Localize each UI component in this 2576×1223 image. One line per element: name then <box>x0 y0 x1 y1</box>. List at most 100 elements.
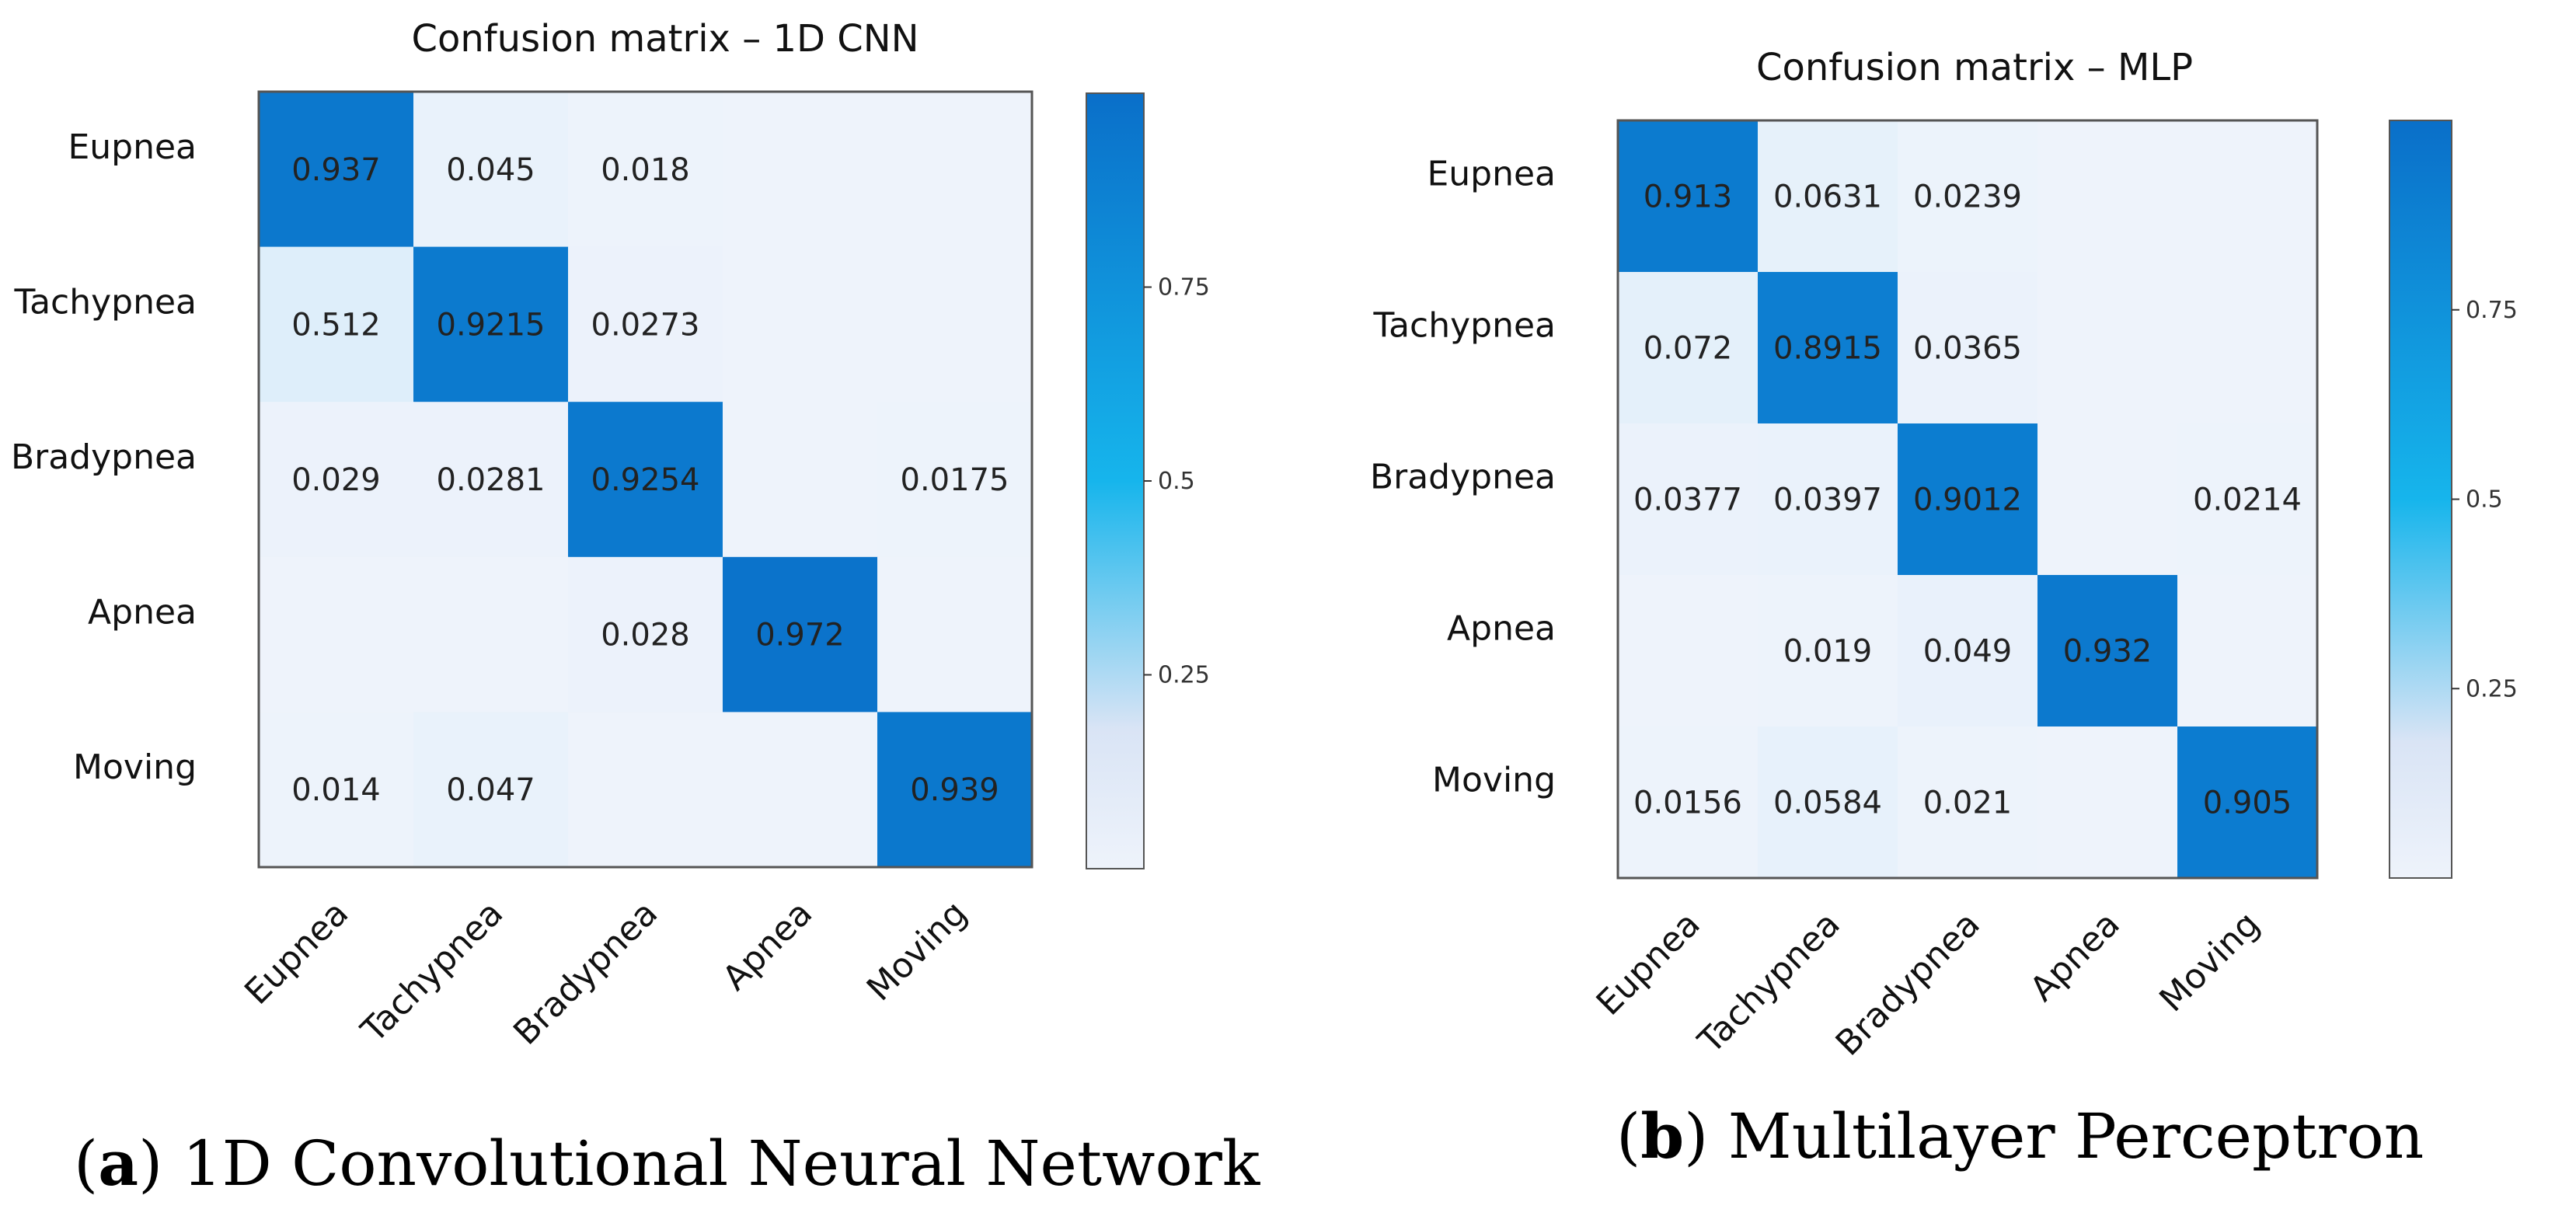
matrix-cell <box>877 402 1033 558</box>
matrix-cell <box>2177 120 2318 273</box>
matrix-cell <box>1618 575 1759 727</box>
matrix-cell <box>2037 726 2178 879</box>
column-label: Eupnea <box>237 894 356 1012</box>
column-label: Tachypnea <box>354 894 511 1051</box>
row-label: Eupnea <box>68 127 197 167</box>
matrix-cell <box>1898 726 2038 879</box>
caption-text: Multilayer Perceptron <box>1728 1100 2424 1172</box>
cell-value: 0.0365 <box>1913 331 2022 367</box>
colorbar: 0.250.50.75 <box>2389 120 2518 879</box>
matrix-cell <box>413 556 569 713</box>
cell-value: 0.018 <box>601 152 690 188</box>
chart-title: Confusion matrix – 1D CNN <box>411 17 919 61</box>
matrix-cell <box>2177 575 2318 727</box>
matrix-cell <box>1898 120 2038 273</box>
cell-value: 0.021 <box>1923 786 2013 821</box>
cell-value: 0.072 <box>1644 331 1733 367</box>
row-label: Tachypnea <box>1372 306 1556 346</box>
column-label: Apnea <box>715 894 820 998</box>
colorbar-tick-label: 0.5 <box>1158 468 1195 495</box>
matrix-cell <box>877 712 1033 868</box>
cell-value: 0.9215 <box>437 307 546 343</box>
matrix-cell <box>1618 272 1759 424</box>
row-label: Bradypnea <box>11 437 197 477</box>
matrix-cell <box>877 556 1033 713</box>
cell-value: 0.0156 <box>1633 786 1742 821</box>
chart-title: Confusion matrix – MLP <box>1756 46 2193 89</box>
cell-value: 0.0175 <box>901 462 1009 498</box>
colorbar-tick-label: 0.75 <box>1158 274 1210 301</box>
matrix-cell <box>259 402 414 558</box>
matrix-cell <box>1758 272 1898 424</box>
matrix-cell <box>568 92 723 248</box>
cell-value: 0.045 <box>446 152 535 188</box>
cell-value: 0.014 <box>291 772 381 808</box>
cell-value: 0.937 <box>291 152 381 188</box>
cell-value: 0.0397 <box>1773 483 1882 518</box>
matrix-cell <box>1758 575 1898 727</box>
colorbar-gradient <box>1086 92 1145 869</box>
cell-value: 0.047 <box>446 772 535 808</box>
matrix-cell <box>413 246 569 402</box>
matrix-cells <box>259 92 1033 868</box>
cell-value: 0.8915 <box>1773 331 1882 367</box>
panel-caption: (b) Multilayer Perceptron <box>1616 1099 2424 1172</box>
row-label: Tachypnea <box>13 282 197 322</box>
colorbar-gradient <box>2389 120 2452 879</box>
colorbar: 0.25 0.5 0.75 <box>1086 92 1210 869</box>
cell-value: 0.972 <box>755 618 845 653</box>
matrix-cell <box>723 92 878 248</box>
cell-value: 0.0377 <box>1633 483 1742 518</box>
column-label: Apnea <box>2023 904 2128 1009</box>
cell-value: 0.0214 <box>2193 483 2302 518</box>
matrix-cell <box>259 712 414 868</box>
matrix-cell <box>1898 423 2038 576</box>
matrix-cell <box>1898 575 2038 727</box>
row-label: Moving <box>73 747 197 787</box>
matrix-cell <box>2177 423 2318 576</box>
matrix-cell <box>1758 726 1898 879</box>
cell-value: 0.0239 <box>1913 179 2022 215</box>
row-label: Moving <box>1432 761 1556 800</box>
cell-value: 0.049 <box>1923 634 2013 670</box>
matrix-cells <box>1618 120 2318 879</box>
panel-a: Confusion matrix – 1D CNN 0.937 0.045 0.01… <box>11 17 1261 1200</box>
matrix-cell <box>1618 423 1759 576</box>
matrix-cell <box>2037 272 2178 424</box>
cell-value: 0.028 <box>601 618 690 653</box>
matrix-cell <box>568 712 723 868</box>
matrix-cell <box>259 92 414 248</box>
matrix-cell <box>568 246 723 402</box>
colorbar-tick-label: 0.75 <box>2466 297 2518 324</box>
matrix-cell <box>877 92 1033 248</box>
column-label: Eupnea <box>1589 904 1708 1023</box>
colorbar-tick-label: 0.25 <box>1158 662 1210 689</box>
cell-value: 0.913 <box>1644 179 1733 215</box>
cell-value: 0.019 <box>1783 634 1873 670</box>
cell-value: 0.939 <box>910 772 999 808</box>
cell-value: 0.0584 <box>1773 786 1882 821</box>
colorbar-tick-label: 0.25 <box>2466 675 2518 702</box>
matrix-cell <box>568 556 723 713</box>
matrix-cell <box>259 246 414 402</box>
cell-value: 0.0281 <box>437 462 546 498</box>
matrix-cell <box>413 92 569 248</box>
row-label: Apnea <box>88 593 197 632</box>
caption-letter: a <box>98 1127 138 1200</box>
cell-value: 0.512 <box>291 307 381 343</box>
cell-value: 0.0273 <box>591 307 700 343</box>
column-label: Tachypnea <box>1690 904 1848 1062</box>
matrix-cell <box>2037 120 2178 273</box>
caption-letter: b <box>1640 1099 1684 1172</box>
matrix-cell <box>1758 423 1898 576</box>
matrix-cell <box>1898 272 2038 424</box>
matrix-cell <box>1618 726 1759 879</box>
column-label: Moving <box>859 894 974 1009</box>
matrix-cell <box>413 402 569 558</box>
cell-value: 0.9254 <box>591 462 700 498</box>
